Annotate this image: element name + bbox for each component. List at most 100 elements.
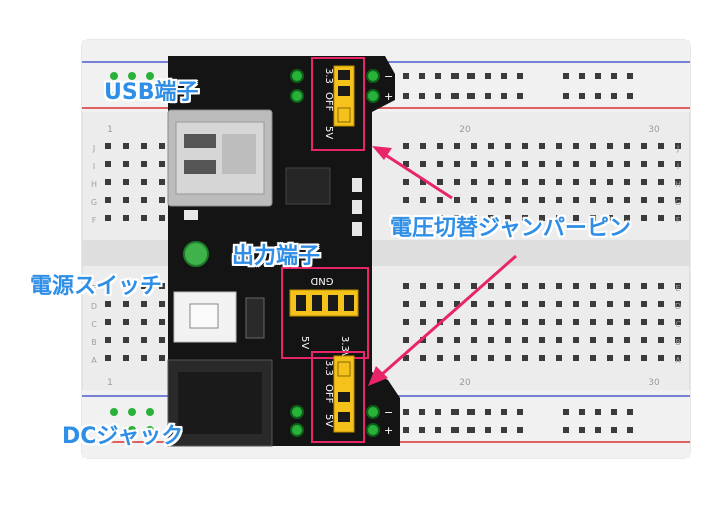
top-jumper-label-5v: 5V <box>323 126 334 139</box>
breadboard-hole <box>658 319 664 325</box>
breadboard-hole <box>624 301 630 307</box>
rail-hole <box>485 73 491 79</box>
breadboard-hole <box>105 215 111 221</box>
output-header-pins[interactable] <box>289 289 359 317</box>
power-led <box>183 241 209 267</box>
breadboard-hole <box>590 179 596 185</box>
breadboard-hole <box>437 179 443 185</box>
breadboard-hole <box>420 143 426 149</box>
breadboard-hole <box>522 355 528 361</box>
breadboard-hole <box>488 337 494 343</box>
breadboard-hole <box>607 319 613 325</box>
breadboard-hole <box>105 143 111 149</box>
breadboard-hole <box>505 215 511 221</box>
breadboard-hole <box>675 197 681 203</box>
rail-hole <box>579 73 585 79</box>
breadboard-hole <box>556 161 562 167</box>
rail-hole <box>611 73 617 79</box>
breadboard-hole <box>607 179 613 185</box>
breadboard-hole <box>590 283 596 289</box>
breadboard-hole <box>556 179 562 185</box>
breadboard-hole <box>607 301 613 307</box>
breadboard-hole <box>403 319 409 325</box>
breadboard-hole <box>437 355 443 361</box>
breadboard-hole <box>505 319 511 325</box>
breadboard-hole <box>159 161 165 167</box>
bottom-voltage-jumper[interactable] <box>333 355 355 433</box>
ic-chip <box>245 297 265 339</box>
rail-hole <box>419 93 425 99</box>
breadboard-hole <box>539 283 545 289</box>
breadboard-hole <box>641 179 647 185</box>
breadboard-hole <box>105 283 111 289</box>
breadboard-hole <box>437 161 443 167</box>
breadboard-hole <box>123 283 129 289</box>
breadboard-hole <box>675 355 681 361</box>
breadboard-hole <box>658 337 664 343</box>
breadboard-hole <box>488 143 494 149</box>
breadboard-hole <box>641 283 647 289</box>
breadboard-hole <box>105 179 111 185</box>
breadboard-hole <box>675 179 681 185</box>
rail-hole <box>579 409 585 415</box>
rail-hole <box>579 93 585 99</box>
rail-hole <box>435 409 441 415</box>
top-voltage-jumper[interactable] <box>333 65 355 127</box>
rail-hole <box>517 409 523 415</box>
rail-hole <box>453 93 459 99</box>
breadboard-hole <box>573 301 579 307</box>
breadboard-hole <box>123 301 129 307</box>
breadboard-hole <box>556 215 562 221</box>
rail-hole <box>453 73 459 79</box>
breadboard-hole <box>607 283 613 289</box>
rail-hole <box>517 73 523 79</box>
rail-green-pin <box>110 408 118 416</box>
breadboard-hole <box>641 197 647 203</box>
header-label-5v: 5V <box>299 336 310 349</box>
breadboard-hole <box>454 355 460 361</box>
breadboard-hole <box>437 337 443 343</box>
breadboard-hole <box>505 355 511 361</box>
col-number-30-bottom: 30 <box>648 378 660 388</box>
breadboard-hole <box>573 215 579 221</box>
breadboard-hole <box>539 301 545 307</box>
breadboard-hole <box>505 197 511 203</box>
breadboard-hole <box>590 161 596 167</box>
rail-hole <box>595 427 601 433</box>
top-jumper-label-off: OFF <box>323 92 334 112</box>
breadboard-hole <box>403 301 409 307</box>
rail-hole <box>501 73 507 79</box>
breadboard-hole <box>471 283 477 289</box>
breadboard-hole <box>556 319 562 325</box>
breadboard-hole <box>488 283 494 289</box>
col-number-1-top: 1 <box>107 125 113 135</box>
breadboard-hole <box>471 355 477 361</box>
breadboard-hole <box>403 197 409 203</box>
label-voltage-jumper: 電圧切替ジャンパーピン <box>390 216 631 241</box>
rail-hole <box>627 409 633 415</box>
power-switch-button[interactable] <box>189 303 219 329</box>
breadboard-hole <box>420 179 426 185</box>
breadboard-hole <box>624 337 630 343</box>
breadboard-hole <box>420 301 426 307</box>
breadboard-hole <box>641 355 647 361</box>
breadboard-hole <box>420 161 426 167</box>
breadboard-hole <box>454 197 460 203</box>
rail-hole <box>435 427 441 433</box>
breadboard-hole <box>403 337 409 343</box>
rail-hole <box>403 93 409 99</box>
breadboard-hole <box>420 197 426 203</box>
row-letter-left-d: D <box>91 302 97 311</box>
breadboard-hole <box>437 143 443 149</box>
row-letter-right-e: E <box>675 284 680 293</box>
breadboard-hole <box>403 215 409 221</box>
label-usb-port: USB端子 <box>104 80 199 105</box>
breadboard-hole <box>159 179 165 185</box>
breadboard-hole <box>590 355 596 361</box>
module-bottom-rail-pins <box>290 405 380 437</box>
breadboard-hole <box>573 161 579 167</box>
col-number-20-top: 20 <box>459 125 471 135</box>
breadboard-hole <box>141 179 147 185</box>
bottom-jumper-label-3v3: 3.3 <box>323 360 334 376</box>
